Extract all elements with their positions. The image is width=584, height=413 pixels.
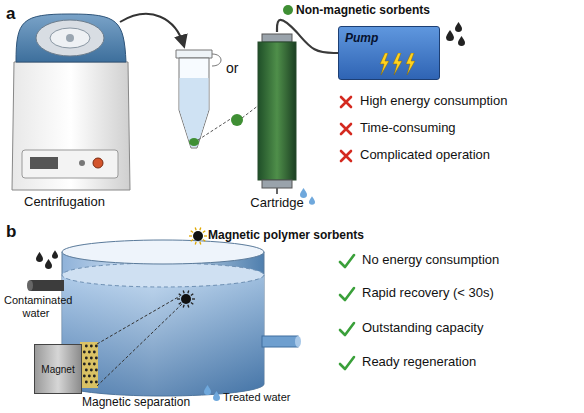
annotation: or	[226, 60, 238, 76]
legend-text: Non-magnetic sorbents	[296, 4, 430, 18]
tube	[176, 50, 221, 148]
tank	[27, 240, 301, 396]
zoom-line	[242, 105, 259, 118]
annotation: Time-consuming	[360, 121, 456, 136]
centrifuge	[12, 14, 130, 190]
transfer-arrow	[120, 14, 184, 46]
panel-letter: b	[6, 222, 16, 242]
legend-swatch	[283, 5, 293, 15]
legend-text: Magnetic polymer sorbents	[208, 229, 364, 243]
annotation: Outstanding capacity	[362, 321, 483, 336]
annotation: High energy consumption	[360, 94, 507, 109]
check-marks	[340, 255, 354, 369]
pump-box: Pump	[338, 26, 440, 80]
cross-marks	[341, 97, 351, 161]
cartridge	[258, 34, 296, 194]
annotation: Ready regeneration	[362, 355, 476, 370]
magnetic-sorbent-layer	[83, 345, 98, 384]
annotation: Treated water	[223, 391, 290, 404]
annotation: Centrifugation	[24, 195, 105, 210]
cartridge-node: Cartridge	[242, 30, 312, 210]
magnetic-sorbent-icon	[177, 290, 195, 307]
annotation: Contaminated water	[4, 294, 68, 319]
zoom-line	[198, 118, 232, 140]
legend-sorbent-icon	[189, 227, 207, 244]
annotation: Rapid recovery (< 30s)	[362, 286, 494, 301]
annotation: Complicated operation	[360, 148, 490, 163]
node-label: Magnet	[41, 364, 74, 375]
node-label: Pump	[345, 31, 433, 45]
tubing	[277, 20, 338, 53]
lightning-symbol	[379, 53, 419, 75]
annotation: No energy consumption	[362, 253, 499, 268]
magnet-box: Magnet	[34, 344, 82, 394]
annotation: Magnetic separation	[82, 396, 190, 410]
zoom-line	[97, 296, 180, 344]
node-label: Cartridge	[250, 195, 303, 210]
sorbent-dot	[231, 114, 243, 126]
panel-letter: a	[6, 4, 15, 24]
zoom-line	[97, 304, 182, 386]
